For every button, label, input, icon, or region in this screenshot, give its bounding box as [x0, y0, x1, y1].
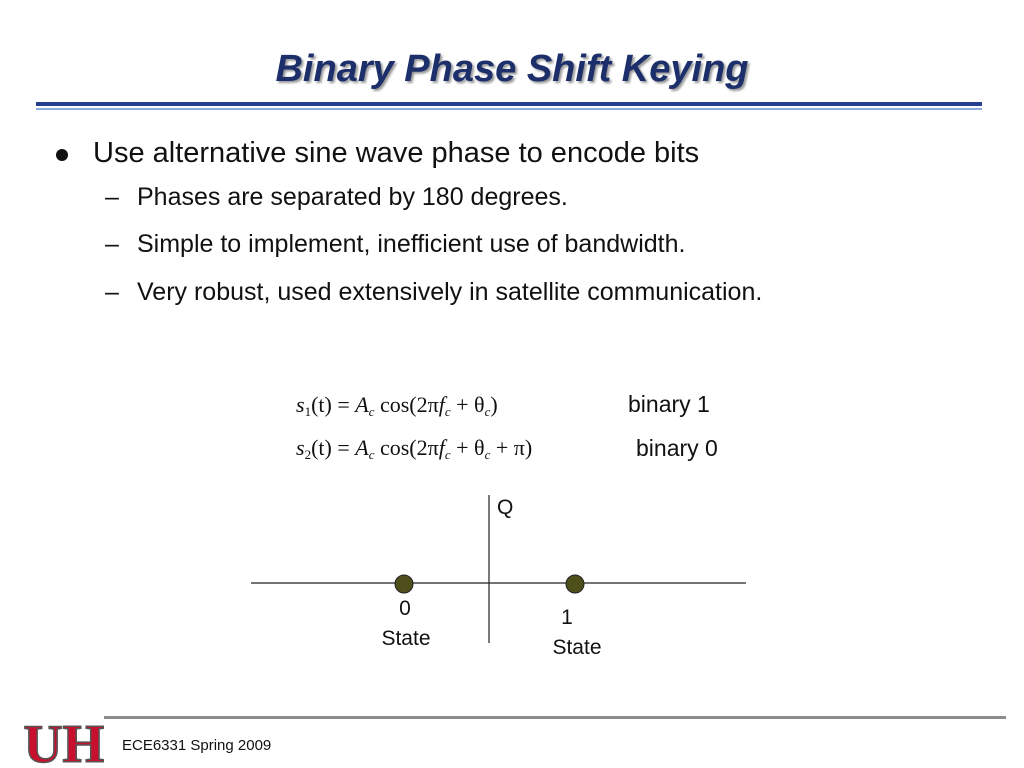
dash-icon: –: [105, 230, 119, 258]
constellation-point-0: [394, 574, 414, 594]
sub-bullet: –Phases are separated by 180 degrees.: [105, 183, 568, 212]
point-value-label: 0: [399, 597, 411, 620]
sub-bullet-text: Phases are separated by 180 degrees.: [137, 183, 568, 211]
point-state-label: State: [381, 627, 430, 650]
bullet-dot-icon: [56, 149, 68, 161]
footer-text: ECE6331 Spring 2009: [122, 737, 272, 754]
svg-text:UH: UH: [24, 714, 104, 768]
sub-bullet: –Simple to implement, inefficient use of…: [105, 230, 685, 259]
sub-bullet: –Very robust, used extensively in satell…: [105, 278, 762, 307]
title-rule-accent: [36, 108, 982, 110]
point-state-label: State: [552, 636, 601, 659]
sub-bullet-text: Very robust, used extensively in satelli…: [137, 278, 763, 306]
dash-icon: –: [105, 183, 119, 211]
equation-label: binary 0: [636, 435, 718, 461]
dash-icon: –: [105, 278, 119, 306]
q-axis-label: Q: [497, 496, 513, 519]
slide-title: Binary Phase Shift Keying: [275, 48, 749, 90]
equation-label: binary 1: [628, 391, 710, 417]
title-rule: [36, 102, 982, 106]
point-value-label: 1: [561, 606, 573, 629]
sub-bullet-text: Simple to implement, inefficient use of …: [137, 230, 686, 258]
equation-binary-0: s2(t) = Ac cos(2πfc + θc + π): [296, 435, 533, 462]
main-bullet: Use alternative sine wave phase to encod…: [93, 137, 700, 169]
footer-rule: [104, 716, 1006, 719]
equation-binary-1: s1(t) = Ac cos(2πfc + θc): [296, 392, 498, 419]
uh-logo: UH: [24, 713, 104, 768]
constellation-point-1: [565, 574, 585, 594]
